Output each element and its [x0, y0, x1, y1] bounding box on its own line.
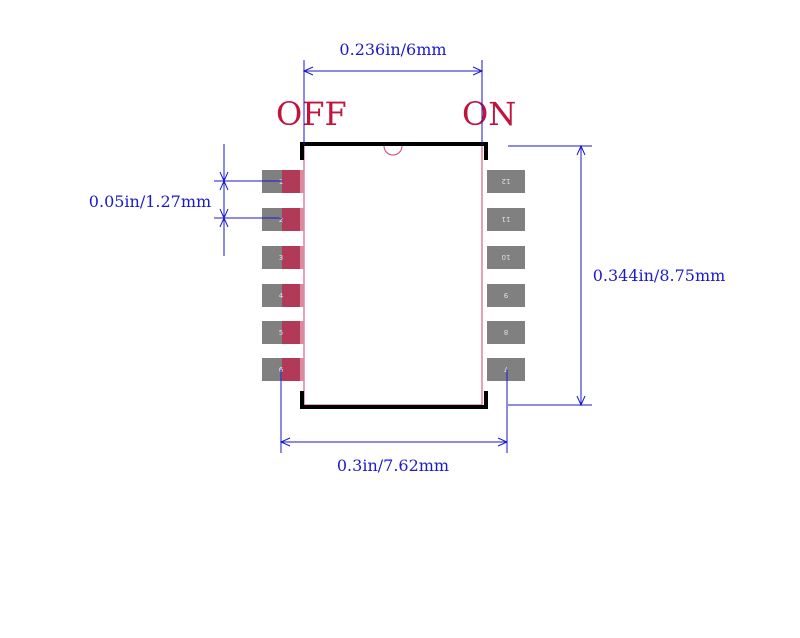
pad-overlap: [282, 358, 300, 381]
pin-number-label: 10: [502, 253, 511, 261]
body-length-label: 0.344in/8.75mm: [593, 266, 726, 285]
pin-number-label: 7: [504, 365, 508, 373]
silkscreen-top: [300, 142, 488, 160]
pin-number-label: 9: [504, 291, 508, 299]
silkscreen-bottom: [300, 391, 488, 409]
pad-overlap: [282, 246, 300, 269]
pin-number-label: 8: [504, 328, 508, 336]
pin-number-label: 2: [279, 216, 283, 224]
pad-edge: [300, 246, 304, 269]
pad: [487, 358, 525, 381]
pin-number-label: 11: [502, 215, 511, 223]
lead-span-label: 0.3in/7.62mm: [337, 456, 449, 475]
lead-span-dimension: [279, 370, 509, 453]
pin1-notch: [383, 145, 403, 156]
pad-edge: [300, 358, 304, 381]
pitch-dimension: [214, 144, 282, 256]
pad-overlap: [282, 170, 300, 193]
body-length-dimension: [508, 144, 592, 407]
pad-overlap: [282, 284, 300, 307]
pad: [487, 246, 525, 269]
pin-number-label: 4: [279, 292, 284, 300]
pad-edge: [300, 170, 304, 193]
pad-edge: [300, 208, 304, 231]
pin-number-label: 3: [279, 254, 283, 262]
pad-overlap: [282, 208, 300, 231]
pad-edge: [300, 321, 304, 344]
pin-number-label: 1: [279, 178, 283, 186]
body-width-label: 0.236in/6mm: [339, 40, 446, 59]
pad-edge: [300, 284, 304, 307]
component-body: [303, 144, 483, 406]
pin-number-label: 5: [279, 329, 283, 337]
pad: [487, 284, 525, 307]
body-width-dimension: [302, 60, 484, 145]
pad: [487, 208, 525, 231]
pin-number-label: 12: [502, 177, 511, 185]
pad-overlap: [282, 321, 300, 344]
on-label: ON: [462, 95, 516, 133]
pad: [487, 321, 525, 344]
pitch-label: 0.05in/1.27mm: [89, 192, 211, 211]
right-pads: 12 11 10 9 8 7: [487, 170, 525, 381]
pad: [487, 170, 525, 193]
off-label: OFF: [276, 95, 347, 133]
